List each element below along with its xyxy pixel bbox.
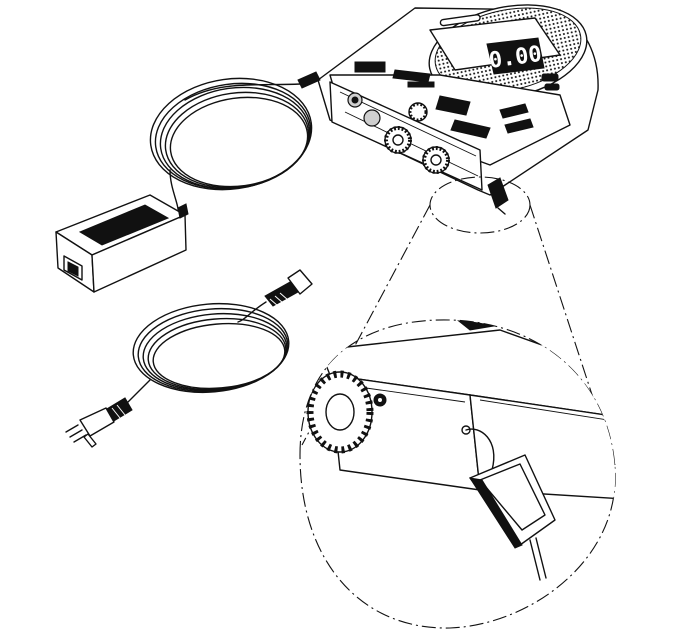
- front-button-6: [504, 118, 534, 134]
- panel-label-strip: [439, 14, 481, 27]
- mains-cord: [65, 269, 313, 448]
- panel-button-2: [544, 83, 560, 91]
- detail-pendant-clip: [468, 454, 556, 581]
- euro-plug: [65, 397, 133, 448]
- front-button-1: [354, 61, 386, 73]
- knob-1: [384, 126, 412, 154]
- adapter-side: [91, 214, 187, 293]
- front-button-5: [499, 103, 529, 119]
- cable-strain-relief: [297, 71, 321, 89]
- magnified-detail: [306, 319, 616, 581]
- front-button-4: [450, 119, 491, 139]
- knob-3: [408, 102, 428, 122]
- connector-port-2: [363, 109, 381, 127]
- panel-button-1: [541, 73, 559, 82]
- front-button-3: [435, 95, 471, 116]
- adapter-cable: [149, 77, 313, 216]
- detail-knob: [306, 370, 387, 454]
- knob-2: [422, 146, 450, 174]
- control-unit: 0.00: [297, 4, 599, 215]
- front-slot: [407, 81, 435, 88]
- lcd-screen: [486, 37, 545, 75]
- power-adapter: [55, 194, 189, 293]
- security-clip: [487, 177, 509, 209]
- iec-connector: [264, 269, 313, 307]
- adapter-cable-boot: [177, 203, 189, 219]
